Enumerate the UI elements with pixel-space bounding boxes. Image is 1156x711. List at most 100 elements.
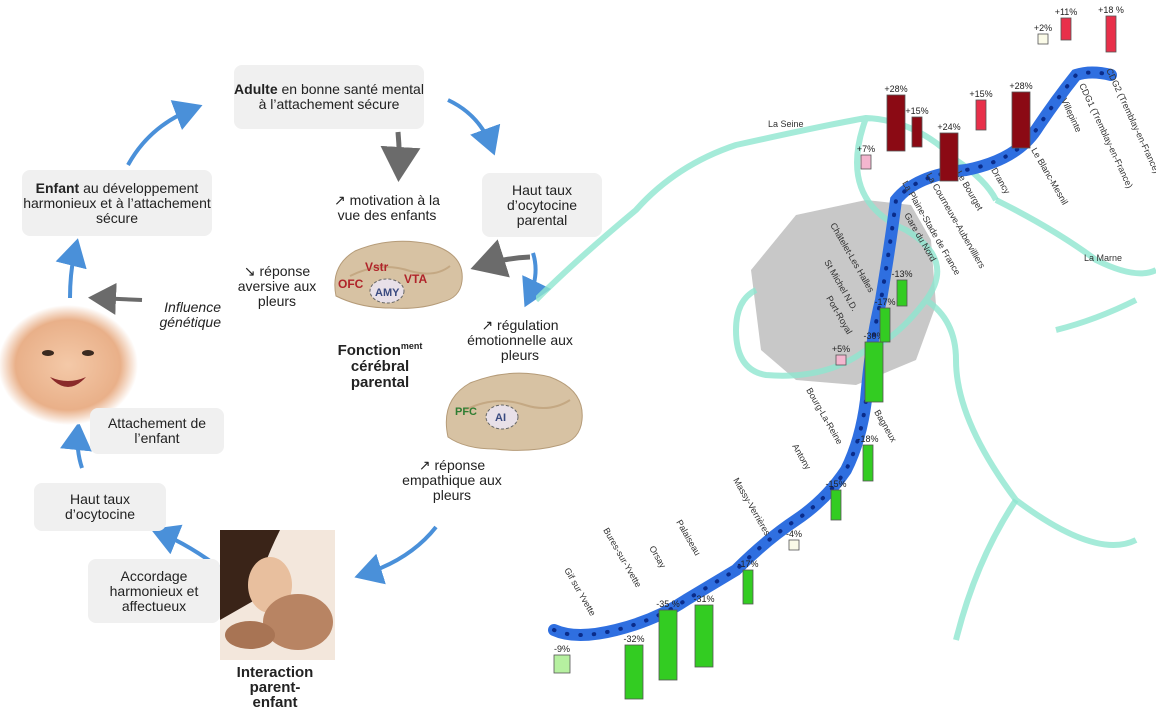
rer-map: La Seine La Marne CDG2 (Tremblay-en-Fran…: [536, 5, 1156, 700]
brain-function-rest: cérébral parental: [350, 358, 410, 391]
brain-label-pfc: PFC: [455, 406, 477, 418]
accordage-box: Accordage harmonieux et affectueux: [88, 559, 220, 623]
adult-bold: Adulte: [234, 81, 278, 97]
marne-river: [953, 197, 1156, 641]
station-bar-label: +11%: [1055, 7, 1078, 17]
station-bar: [939, 132, 959, 182]
baby-photo: [0, 305, 138, 425]
genetic-influence: Influence génétique: [159, 299, 221, 330]
arrow-empathic-to-interaction: [354, 525, 438, 585]
station-antony: Antony: [790, 442, 813, 472]
attachment-box: Attachement de l’enfant: [90, 408, 224, 454]
station-gif: Gif sur Yvette: [562, 566, 598, 618]
child-oxytocin-box: Haut taux d’ocytocine: [34, 483, 166, 531]
parental-oxytocin-box: Haut taux d’ocytocine parental: [482, 173, 602, 237]
station-le-blanc-mesnil: Le Blanc-Mesnil: [1029, 146, 1070, 206]
station-bar-label: +18 %: [1098, 5, 1124, 15]
station-orsay: Orsay: [647, 544, 668, 570]
station-bar: [624, 644, 644, 700]
arrow-adult-to-oxytocin: [447, 98, 501, 156]
station-bar: [1060, 17, 1072, 41]
brain-function-sup: ment: [400, 341, 423, 351]
arrow-oxy-to-attachment: [60, 422, 92, 469]
station-bar: [742, 569, 754, 605]
station-bar: [896, 279, 908, 307]
parental-oxytocin-text: Haut taux d’ocytocine parental: [506, 181, 578, 228]
station-bar-label: +5%: [832, 344, 850, 354]
arrow-oxytocin-to-regulation: [522, 252, 552, 308]
arrow-oxytocin-to-brain: [470, 239, 531, 278]
station-bar-label: +15%: [969, 89, 992, 99]
child-text: au développement harmonieux et à l’attac…: [23, 179, 211, 226]
station-bar-label: +28%: [1009, 81, 1032, 91]
station-bar-label: -30%: [863, 331, 884, 341]
arrow-adult-to-motivation: [380, 131, 421, 182]
parental-brain-image: Vstr OFC VTA AMY: [334, 240, 463, 309]
child-oxytocin-text: Haut taux d’ocytocine: [64, 491, 136, 522]
station-bar-label: +15%: [905, 106, 928, 116]
station-bar: [975, 99, 987, 131]
empathic-box: ↗ réponse empathique aux pleurs: [402, 453, 502, 507]
station-bars: -9% -32% -35 % -31% -17% -4% -15% -18% +5% -30% -1…: [553, 5, 1124, 700]
station-palaiseau: Palaiseau: [674, 518, 702, 557]
station-bar: [1105, 15, 1117, 53]
brain-label-ofc: OFC: [338, 277, 364, 291]
aversive-response: ↘ réponse aversive aux pleurs: [237, 263, 317, 309]
parental-brain-image-2: PFC AI: [445, 372, 583, 451]
station-bar: [553, 654, 571, 674]
regulation-box: ↗ régulation émotionnelle aux pleurs: [460, 315, 580, 365]
station-bar-label: -9%: [554, 644, 570, 654]
brain-function-main: Fonction: [337, 342, 401, 359]
station-bar-label: -17%: [874, 297, 895, 307]
station-bar: [658, 609, 678, 681]
station-bures: Bures-sur-Yvette: [601, 526, 643, 589]
station-bar-label: -4%: [786, 529, 802, 539]
station-villepinte: Villepinte: [1059, 97, 1083, 134]
station-bar: [830, 489, 842, 521]
arrow-baby-to-child: [55, 238, 87, 299]
station-bar-label: +7%: [857, 144, 875, 154]
station-bar: [864, 341, 884, 403]
child-bold: Enfant: [35, 179, 80, 196]
adult-box: Adulte en bonne santé mental à l’attache…: [234, 65, 424, 129]
brain-label-ai: AI: [495, 412, 506, 424]
regulation-text: ↗ régulation émotionnelle aux pleurs: [467, 316, 573, 363]
accordage-text: Accordage harmonieux et affectueux: [109, 567, 199, 614]
station-bar-label: +2%: [1034, 23, 1052, 33]
station-bar: [1011, 91, 1031, 149]
parent-child-photo: [220, 530, 335, 660]
station-bar-label: +24%: [937, 122, 960, 132]
station-bar: [886, 94, 906, 152]
brain-label-amy: AMY: [375, 287, 400, 299]
interaction-text: Interaction parent-enfant: [236, 664, 314, 711]
brain-label-vstr: Vstr: [365, 260, 389, 274]
station-bar: [879, 307, 891, 343]
station-bourg-la-reine: Bourg-La-Reine: [804, 386, 844, 446]
station-bar: [860, 154, 872, 170]
station-bar-label: -13%: [891, 269, 912, 279]
station-bar-label: +28%: [884, 84, 907, 94]
interaction-title: Interaction parent-enfant: [205, 665, 345, 710]
station-bar-label: -32%: [623, 634, 644, 644]
station-bar-label: -15%: [825, 479, 846, 489]
attachment-text: Attachement de l’enfant: [107, 415, 207, 446]
station-bar: [1037, 33, 1049, 45]
station-bar: [788, 539, 800, 551]
station-bar-label: -31%: [693, 594, 714, 604]
station-bar-label: -17%: [737, 559, 758, 569]
arrow-genetic: [88, 282, 143, 315]
empathic-text: ↗ réponse empathique aux pleurs: [402, 456, 502, 503]
marne-label: La Marne: [1084, 253, 1122, 263]
child-development-box: Enfant au développement harmonieux et à …: [22, 170, 212, 236]
station-bar: [862, 444, 874, 482]
station-bar: [835, 354, 847, 366]
station-bar: [694, 604, 714, 668]
brain-label-vta: VTA: [404, 272, 427, 286]
adult-text: en bonne santé mental à l’attachement sé…: [258, 81, 424, 112]
station-massy: Massy-Verrières: [731, 476, 772, 538]
motivation-box: ↗ motivation à la vue des enfants: [331, 183, 443, 233]
brain-function-title: Fonctionment cérébral parental: [330, 338, 430, 391]
seine-label: La Seine: [768, 119, 804, 129]
station-bar-label: -35 %: [656, 599, 680, 609]
station-bar-label: -18%: [857, 434, 878, 444]
